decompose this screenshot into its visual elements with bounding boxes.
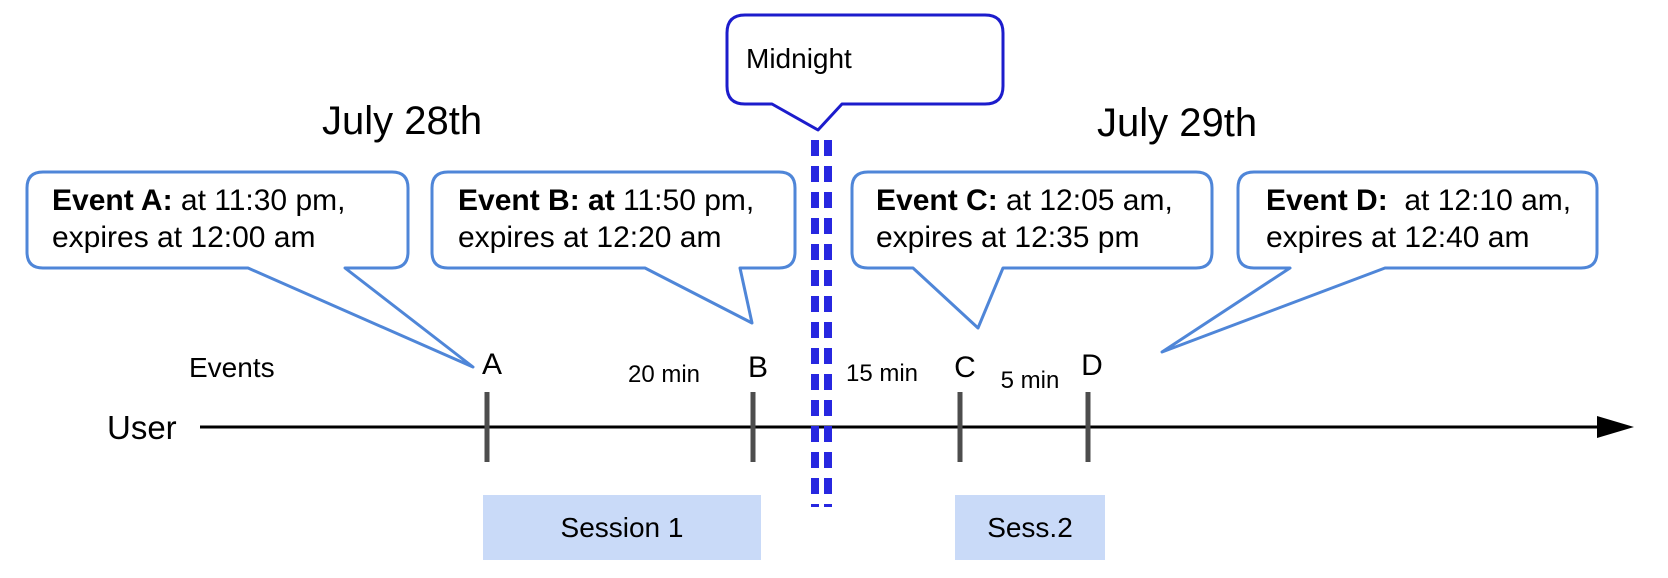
event-c-line1: Event C: at 12:05 am,: [876, 182, 1173, 219]
event-b-time: 11:50 pm,: [614, 184, 755, 217]
interval-label-15min: 15 min: [845, 360, 919, 387]
event-b-expiry: expires at 12:20 am: [458, 221, 722, 254]
interval-label-5min: 5 min: [1000, 367, 1060, 394]
tick-label-a: A: [481, 348, 502, 381]
tick-label-d: D: [1081, 349, 1103, 382]
event-c-expiry: expires at 12:35 pm: [876, 221, 1140, 254]
event-a-bubble: [25, 170, 475, 369]
event-d-title: Event D:: [1266, 184, 1388, 217]
event-b-bubble: [430, 170, 797, 325]
event-a-time: at 11:30 pm,: [172, 184, 346, 217]
date-label-july-29: July 29th: [1097, 101, 1258, 145]
event-d-text: Event D: at 12:10 am, expires at 12:40 a…: [1266, 182, 1571, 256]
event-d-expiry: expires at 12:40 am: [1266, 221, 1530, 254]
midnight-bubble: [725, 13, 1005, 132]
tick-label-c: C: [954, 351, 976, 384]
event-b-text: Event B: at 11:50 pm, expires at 12:20 a…: [458, 182, 754, 256]
event-d-time: at 12:10 am,: [1387, 184, 1572, 217]
session-1-box: Session 1: [483, 495, 761, 560]
event-c-text: Event C: at 12:05 am, expires at 12:35 p…: [876, 182, 1173, 256]
timeline-arrowhead-icon: [1597, 416, 1634, 438]
event-d-line1: Event D: at 12:10 am,: [1266, 182, 1571, 219]
event-a-expiry: expires at 12:00 am: [52, 221, 316, 254]
events-axis-label: Events: [189, 352, 275, 383]
event-d-bubble: [1160, 170, 1599, 354]
midnight-bubble-label: Midnight: [746, 43, 852, 74]
event-b-title: Event B: at: [458, 184, 615, 217]
session-2-label: Sess.2: [987, 511, 1073, 543]
interval-label-20min: 20 min: [627, 361, 701, 388]
event-a-text: Event A: at 11:30 pm, expires at 12:00 a…: [52, 182, 345, 256]
event-a-line1: Event A: at 11:30 pm,: [52, 182, 345, 219]
user-axis-label: User: [107, 409, 177, 446]
event-a-title: Event A:: [52, 184, 173, 217]
date-label-july-28: July 28th: [322, 99, 483, 143]
session-1-label: Session 1: [560, 511, 684, 543]
event-c-bubble: [850, 170, 1214, 330]
event-b-line1: Event B: at 11:50 pm,: [458, 182, 754, 219]
tick-label-b: B: [747, 351, 768, 384]
event-c-title: Event C:: [876, 184, 998, 217]
event-c-time: at 12:05 am,: [997, 184, 1173, 217]
session-2-box: Sess.2: [955, 495, 1105, 560]
